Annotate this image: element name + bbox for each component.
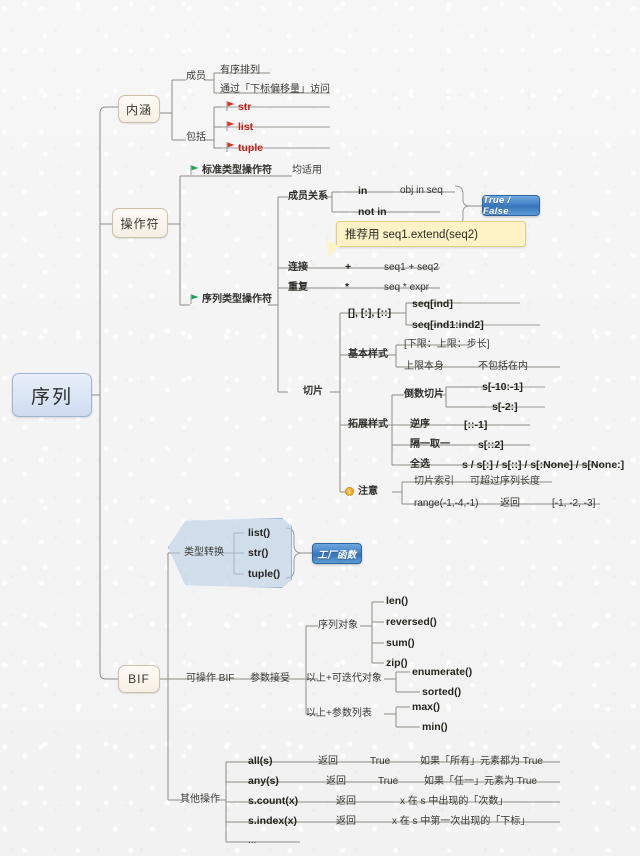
others-row-3-c1: s.index(x) [248, 815, 298, 827]
bif-group-1-item-1: sorted() [422, 686, 462, 698]
bif-group-2-item-1: min() [422, 721, 448, 733]
cast-item-1: str() [248, 547, 269, 559]
slice-syntax-item-0: seq[ind] [412, 298, 453, 310]
repeat-label: 重复 [288, 282, 308, 293]
others-row-1-c4: 如果「任一」元素为 True [424, 776, 537, 787]
root-label: 序列 [30, 386, 73, 408]
bif-group-0-item-0: len() [386, 595, 409, 607]
concat-op: + [345, 261, 352, 273]
branch-operators[interactable]: 操作符 [112, 208, 168, 238]
repeat-expr: seq * expr [384, 282, 430, 293]
slice-notice-row-1-c2: 返回 [500, 498, 520, 509]
standard-operator-note: 均适用 [292, 165, 322, 176]
others-row-2-c4: x 在 s 中出现的「次数」 [400, 796, 509, 807]
warning-icon [345, 487, 354, 496]
true-false-badge: True / False [482, 194, 540, 217]
slice-label: 切片 [303, 386, 323, 397]
member-item-1: 通过「下标偏移量」访问 [220, 84, 330, 95]
others-row-2-c1: s.count(x) [248, 795, 299, 807]
include-item-1: list [238, 121, 254, 133]
slice-basic-item-1-left: 上限本身 [404, 361, 444, 372]
include-item-2: tuple [238, 142, 264, 154]
slice-extend-group-0-item-1: s[-2:] [492, 401, 518, 413]
include-item-0: str [238, 101, 252, 113]
branch-operators-label: 操作符 [120, 216, 160, 231]
others-row-3-c4: x 在 s 中第一次出现的「下标」 [392, 816, 531, 827]
sequence-operator-label: 序列类型操作符 [202, 294, 272, 305]
factory-function-badge: 工厂函数 [312, 543, 362, 564]
slice-basic-item-0-left: [下限：上限：步长] [404, 339, 490, 350]
red-flag-icon [226, 121, 235, 131]
slice-basic-label: 基本样式 [348, 349, 388, 360]
red-flag-icon [226, 101, 235, 111]
others-row-1-c1: any(s) [248, 775, 279, 787]
cast-item-0: list() [248, 527, 271, 539]
cast-item-2: tuple() [248, 568, 281, 580]
slice-basic-item-1-right: 不包括在内 [478, 361, 528, 372]
cast-label: 类型转换 [184, 547, 224, 558]
slice-syntax-item-1: seq[ind1:ind2] [412, 319, 484, 331]
bif-group-2-label: 以上+参数列表 [306, 708, 372, 719]
recommendation-callout: 推荐用 seq1.extend(seq2) [336, 221, 526, 247]
slice-extend-group-1-item-0: [::-1] [464, 419, 488, 431]
branch-bif[interactable]: BIF [118, 665, 160, 693]
bif-group-0-item-2: sum() [386, 637, 415, 649]
slice-notice-row-0-c1: 切片索引 [414, 476, 454, 487]
branch-intension[interactable]: 内涵 [118, 95, 160, 123]
repeat-op: * [345, 281, 350, 293]
true-false-badge-label: True / False [483, 194, 511, 217]
includes-label: 包括 [186, 132, 206, 143]
members-label: 成员 [186, 71, 206, 82]
others-label: 其他操作 [180, 794, 220, 805]
slice-extend-group-0-item-0: s[-10:-1] [482, 381, 523, 393]
others-row-1-c3: True [378, 776, 399, 787]
green-flag-icon [190, 294, 199, 304]
slice-extend-label: 拓展样式 [348, 419, 388, 430]
others-row-0-c1: all(s) [248, 755, 273, 767]
slice-extend-group-3-label: 全选 [410, 459, 430, 470]
membership-label: 成员关系 [288, 191, 328, 202]
others-row-2-c2: 返回 [336, 796, 356, 807]
others-row-0-c2: 返回 [318, 756, 338, 767]
recommendation-callout-text: 推荐用 seq1.extend(seq2) [345, 229, 478, 241]
concat-label: 连接 [288, 262, 308, 273]
others-row-0-c4: 如果「所有」元素都为 True [420, 756, 543, 767]
slice-extend-group-2-item-0: s[::2] [478, 439, 504, 451]
slice-notice-row-1-c3: [-1, -2, -3] [552, 498, 596, 509]
others-row-1-c2: 返回 [326, 776, 346, 787]
slice-extend-group-1-label: 逆序 [410, 419, 430, 430]
slice-extend-group-0-label: 倒数切片 [404, 389, 444, 400]
bif-group-1-label: 以上+可迭代对象 [306, 673, 382, 684]
slice-extend-group-2-label: 隔一取一 [410, 439, 450, 450]
usable-bif-label: 可操作 BIF [186, 673, 235, 684]
bif-group-0-label: 序列对象 [318, 620, 358, 631]
root-node[interactable]: 序列 [12, 373, 92, 417]
slice-syntax-label: [], [:], [::] [348, 307, 392, 319]
membership-expr-0: obj in seq [400, 185, 443, 196]
bif-group-1-item-0: enumerate() [412, 666, 473, 678]
slice-notice-row-0-c2: 可超过序列长度 [470, 476, 540, 487]
bif-group-0-item-1: reversed() [386, 616, 437, 628]
slice-extend-group-3-item-0: s / s[:] / s[::] / s[:None] / s[None:] [462, 459, 625, 471]
branch-intension-label: 内涵 [125, 102, 152, 117]
others-row-0-c3: True [370, 756, 391, 767]
bif-group-0-item-3: zip() [386, 657, 408, 669]
others-row-3-c2: 返回 [336, 816, 356, 827]
red-flag-icon [226, 142, 235, 152]
membership-op-1: not in [358, 206, 387, 218]
branch-bif-label: BIF [128, 672, 150, 686]
concat-expr: seq1 + seq2 [384, 262, 439, 273]
standard-operator-label: 标准类型操作符 [202, 165, 272, 176]
factory-function-badge-label: 工厂函数 [317, 549, 357, 561]
args-accept-label: 参数接受 [250, 673, 290, 684]
member-item-0: 有序排列 [220, 65, 260, 76]
bif-group-2-item-0: max() [412, 701, 441, 713]
slice-notice-label: 注意 [358, 486, 378, 497]
slice-notice-row-1-c1: range(-1,-4,-1) [414, 498, 479, 509]
others-row-4-c1: ... [248, 835, 257, 846]
membership-op-0: in [358, 185, 368, 197]
green-flag-icon [190, 165, 199, 175]
